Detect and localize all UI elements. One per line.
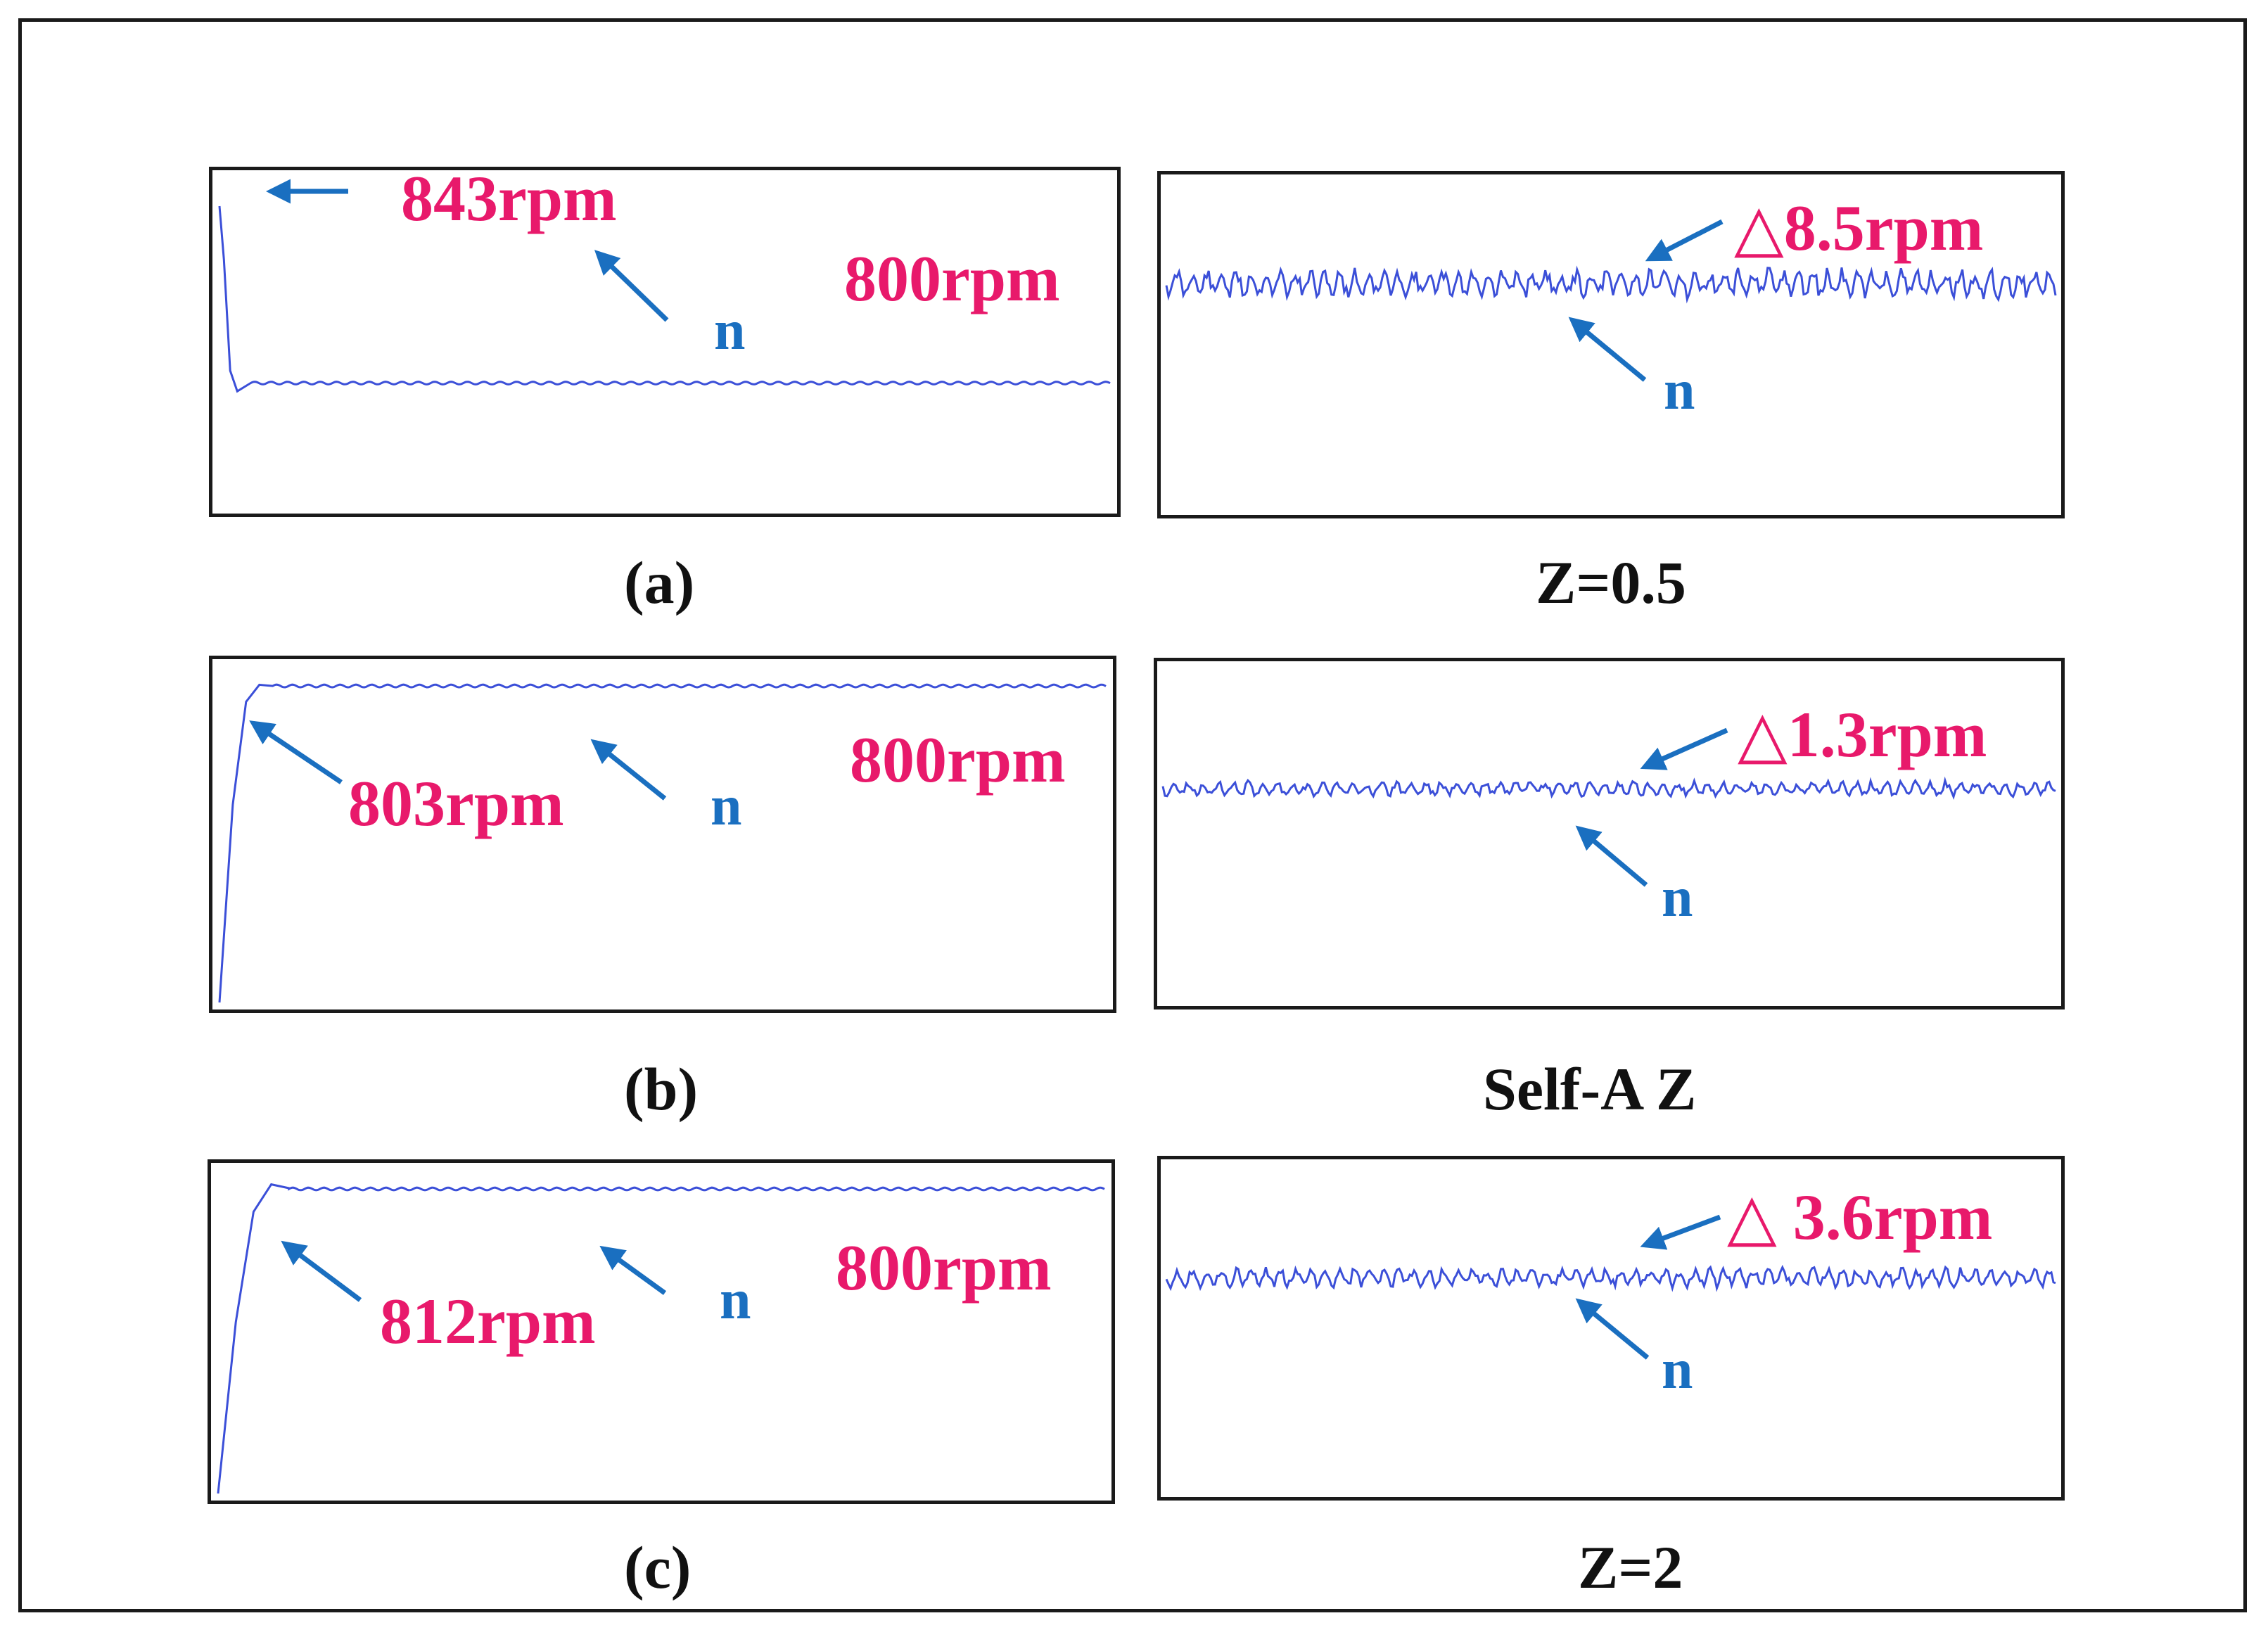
caption-b: (b): [624, 1055, 699, 1123]
caption-z-0-5: Z=0.5: [1536, 549, 1686, 616]
ripple-plot-z-0-5-trace: [1165, 265, 2057, 304]
ripple-label-z-2: △ 3.6rpm: [1727, 1181, 1993, 1253]
peak-label-c: 812rpm: [380, 1285, 596, 1357]
peak-label-b: 803rpm: [348, 767, 564, 839]
caption-c: (c): [624, 1534, 692, 1601]
series-label-b: n: [711, 775, 742, 837]
speed-plot-a-trace: [218, 205, 1111, 393]
ripple-label-self-a-z: △1.3rpm: [1738, 699, 1987, 770]
ripple-plot-self-a-z-canvas: [1161, 776, 2056, 801]
ripple-label-z-0-5: △8.5rpm: [1734, 192, 1984, 264]
caption-self-a-z: Self-A Z: [1483, 1055, 1697, 1123]
series-label-c: n: [720, 1269, 751, 1331]
setpoint-label-a: 800rpm: [844, 243, 1060, 314]
speed-plot-c-trace: [217, 1183, 1105, 1494]
speed-plot-a-canvas: [218, 205, 1111, 393]
ripple-plot-z-2-trace: [1165, 1264, 2056, 1292]
speed-plot-c-canvas: [217, 1183, 1105, 1494]
setpoint-label-b: 800rpm: [850, 724, 1066, 796]
peak-label-a: 843rpm: [401, 163, 617, 234]
caption-z-2: Z=2: [1578, 1534, 1683, 1601]
speed-plot-b-trace: [218, 683, 1107, 1003]
series-label-self-a-z: n: [1662, 867, 1693, 929]
ripple-plot-self-a-z-trace: [1161, 776, 2056, 801]
speed-plot-c: [208, 1159, 1115, 1504]
ripple-plot-z-0-5-canvas: [1165, 265, 2057, 304]
speed-plot-b: [209, 656, 1116, 1013]
series-label-z-0-5: n: [1664, 359, 1695, 421]
caption-a: (a): [624, 549, 695, 616]
setpoint-label-c: 800rpm: [836, 1232, 1052, 1304]
speed-plot-b-canvas: [218, 683, 1107, 1003]
figure-frame: [18, 18, 2247, 1612]
speed-plot-a: [209, 167, 1121, 517]
ripple-plot-z-2-canvas: [1165, 1264, 2056, 1292]
series-label-a: n: [714, 300, 746, 362]
series-label-z-2: n: [1662, 1339, 1693, 1401]
